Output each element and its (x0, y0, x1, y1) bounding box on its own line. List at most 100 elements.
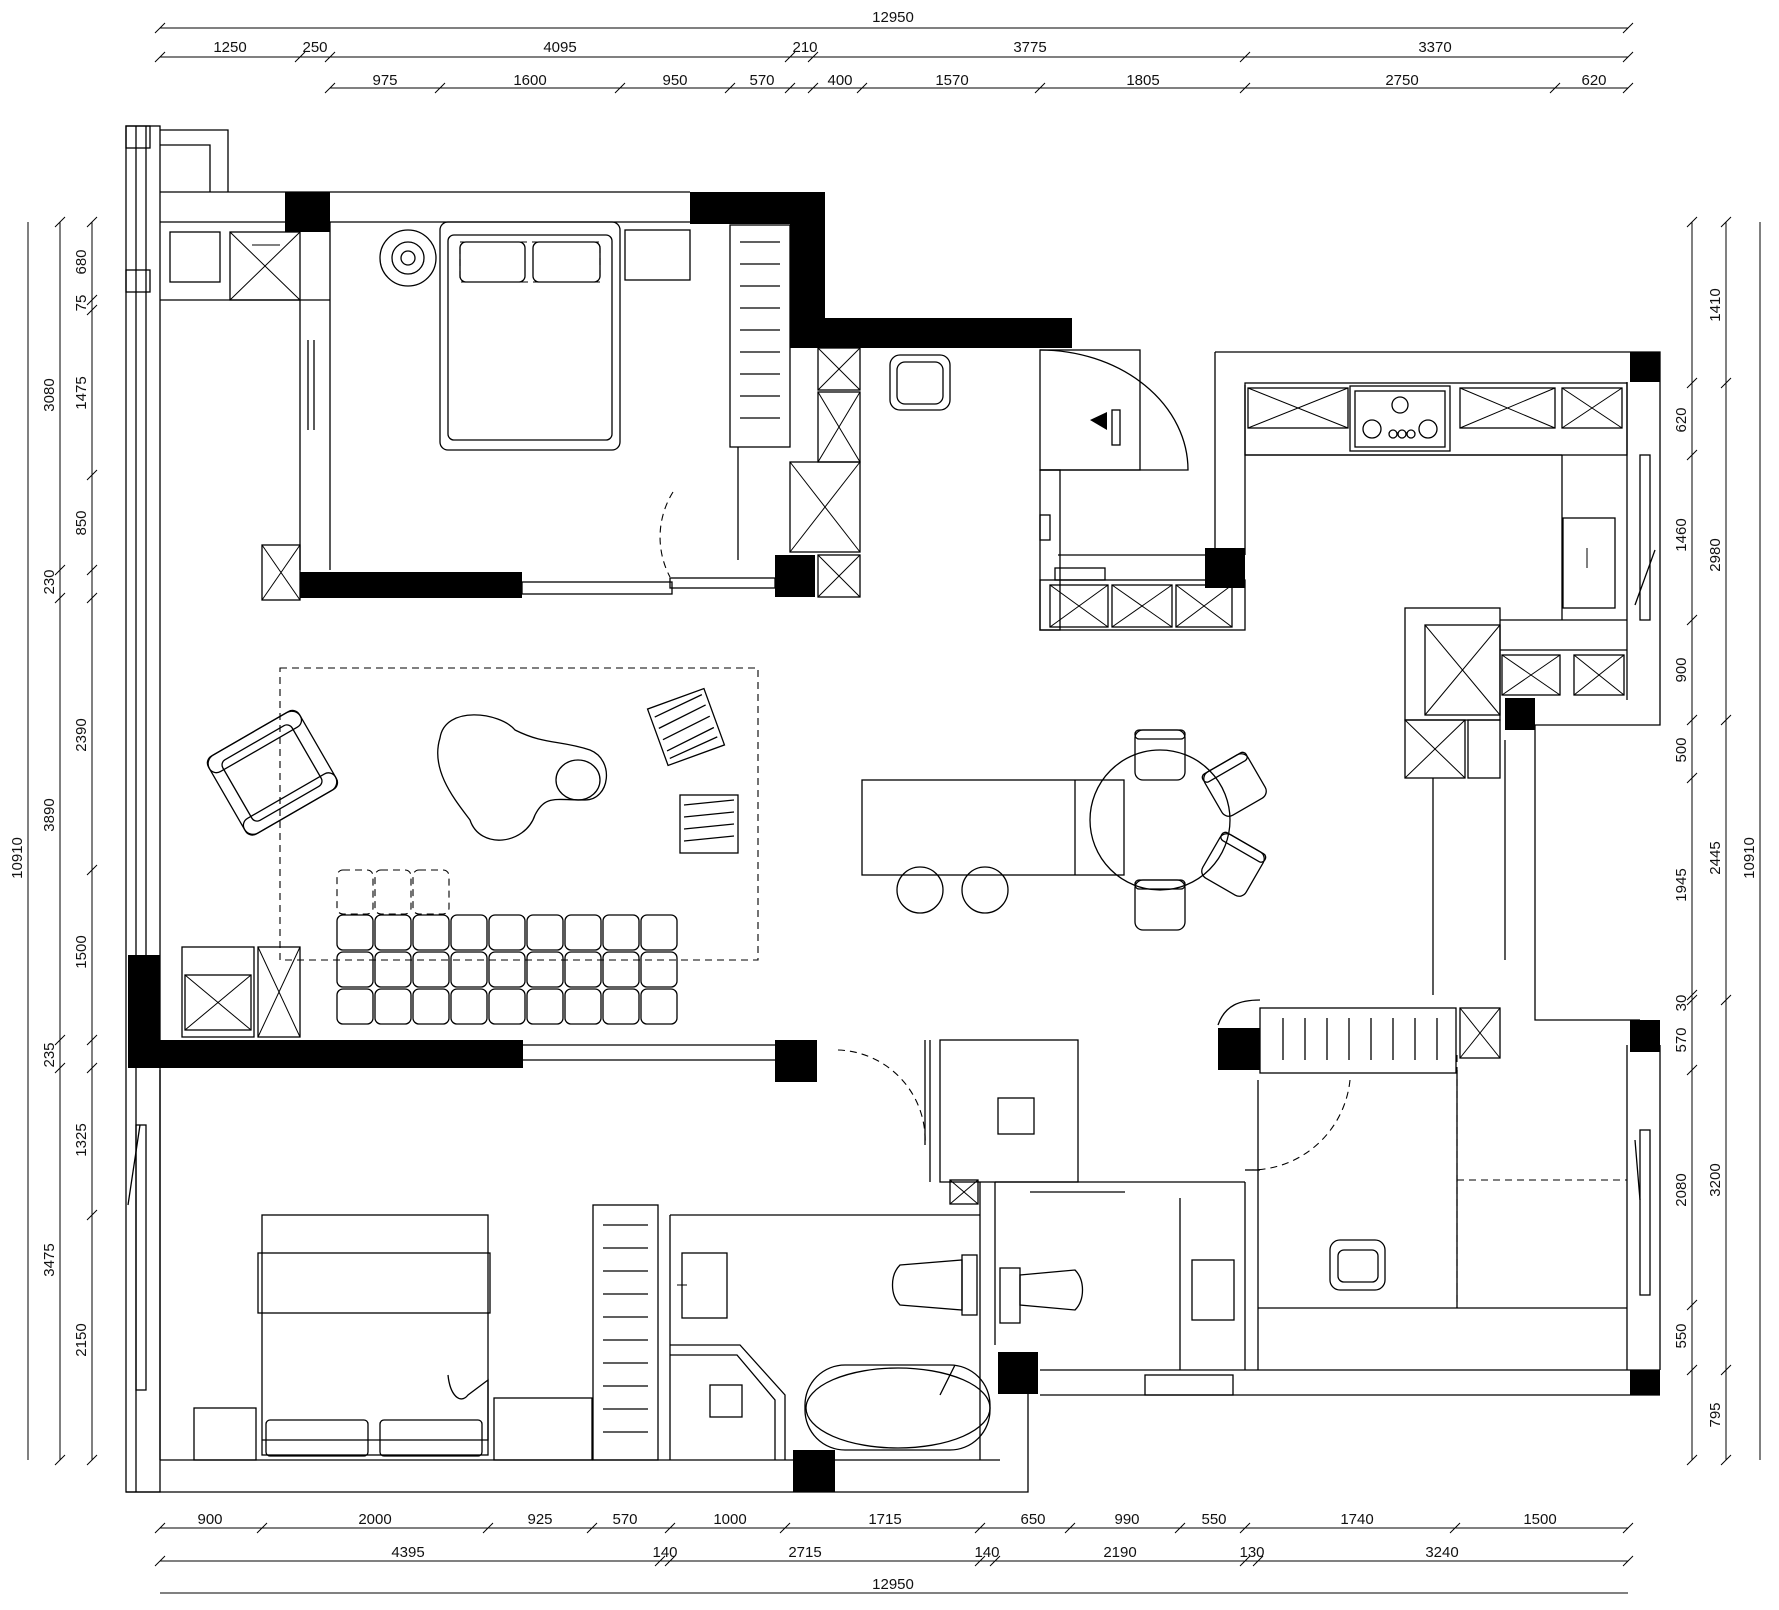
chair-back (1201, 751, 1248, 783)
dim-left-1: 3080 (41, 378, 58, 411)
dimension-tick (1686, 216, 1698, 228)
dim-left-r2-5: 2390 (73, 718, 90, 751)
dimension-tick (54, 564, 66, 576)
dim-bottom-r2-2: 140 (652, 1544, 677, 1561)
dim-left-r2-4: 850 (73, 510, 90, 535)
dimension-tick (784, 82, 796, 94)
dim-bottom-7: 650 (1020, 1511, 1045, 1528)
cabinet-cross (1049, 584, 1109, 628)
cabinet-cross (817, 347, 861, 391)
dimension-tick (807, 82, 819, 94)
dimension-tick (1686, 989, 1698, 1001)
cabinet (1175, 584, 1233, 628)
sofa-cushion (640, 951, 678, 988)
dimension-tick (1686, 377, 1698, 389)
sofa-cushion (450, 951, 488, 988)
dimension-tick (1686, 1364, 1698, 1376)
dim-top-r2-4: 570 (749, 72, 774, 89)
dim-right-5: 795 (1707, 1402, 1724, 1427)
dim-right-r2-8: 2080 (1673, 1173, 1690, 1206)
dim-left-total: 10910 (9, 837, 26, 879)
dimension-tick (779, 1522, 791, 1534)
dimension-tick (1720, 994, 1732, 1006)
dim-top-r2-2: 1600 (513, 72, 546, 89)
dimension-tick (294, 51, 306, 63)
dimension-tick (1239, 51, 1251, 63)
dimension-tick (86, 1454, 98, 1466)
sofa-cushion (412, 914, 450, 951)
bathroom-2 (592, 1181, 1246, 1461)
dim-bottom-r2-3: 2715 (788, 1544, 821, 1561)
dimension-tick (324, 51, 336, 63)
cabinet-cross (789, 461, 861, 553)
dimension-tick (1686, 772, 1698, 784)
dim-top-2: 250 (302, 39, 327, 56)
dimension-tick (1622, 22, 1634, 34)
dimension-tick (154, 22, 166, 34)
dimension-tick (1686, 994, 1698, 1006)
kitchen (1244, 382, 1628, 995)
dim-left-3: 3890 (41, 798, 58, 831)
dimension-tick (974, 1522, 986, 1534)
dim-left-2: 230 (41, 569, 58, 594)
dimension-tick (482, 1522, 494, 1534)
sofa-cushion (640, 914, 678, 951)
outline-walls (125, 125, 1661, 1493)
bottom-dimensions: 900 2000 925 570 1000 1715 650 990 550 1… (197, 1511, 1556, 1593)
dim-left-r2-8: 2150 (73, 1323, 90, 1356)
dim-left-r2-3: 1475 (73, 376, 90, 409)
dining-chair (1201, 751, 1267, 817)
dimension-tick (54, 592, 66, 604)
dim-right-r2-2: 1460 (1673, 518, 1690, 551)
chair-back (1134, 729, 1186, 740)
dimension-tick (86, 864, 98, 876)
sofa-cushion (450, 914, 488, 951)
dimension-tick (154, 1522, 166, 1534)
dimension-tick (1720, 1364, 1732, 1376)
dim-top-r2-9: 620 (1581, 72, 1606, 89)
dimension-tick (86, 1062, 98, 1074)
dim-bottom-10: 1740 (1340, 1511, 1373, 1528)
dimension-tick (784, 51, 796, 63)
dimension-tick (1239, 82, 1251, 94)
dim-right-r2-1: 620 (1673, 407, 1690, 432)
dim-right-4: 3200 (1707, 1163, 1724, 1196)
dimension-tick (1686, 614, 1698, 626)
dim-top-3: 4095 (543, 39, 576, 56)
dim-bottom-4: 570 (612, 1511, 637, 1528)
sofa-cushion (488, 951, 526, 988)
dim-top-r2-1: 975 (372, 72, 397, 89)
dim-top-4: 210 (792, 39, 817, 56)
dimension-tick (86, 592, 98, 604)
cabinet (789, 461, 861, 553)
dimension-tick (1064, 1522, 1076, 1534)
right-dimensions: 10910 1410 2980 2445 3200 795 620 1460 9… (1673, 288, 1758, 1427)
sofa-cushion (374, 869, 412, 915)
sofa-cushion (526, 988, 564, 1025)
dimension-tick (1622, 82, 1634, 94)
sofa-cushion (336, 988, 374, 1025)
dim-right-1: 1410 (1707, 288, 1724, 321)
dimension-tick (1622, 1555, 1634, 1567)
dim-right-r2-5: 1945 (1673, 868, 1690, 901)
dim-bottom-r2-7: 3240 (1425, 1544, 1458, 1561)
dim-top-r2-5: 400 (827, 72, 852, 89)
dimension-tick (54, 1062, 66, 1074)
cabinet-cross (817, 554, 861, 598)
hall-cabinets (789, 347, 861, 598)
dimension-tick (86, 469, 98, 481)
dim-bottom-r2-1: 4395 (391, 1544, 424, 1561)
dimension-tick (1686, 1454, 1698, 1466)
dimension-tick (434, 82, 446, 94)
cabinet-cross (1175, 584, 1233, 628)
sofa-cushion (412, 869, 450, 915)
dimension-tick (1720, 377, 1732, 389)
dim-bottom-11: 1500 (1523, 1511, 1556, 1528)
dimension-tick (86, 1209, 98, 1221)
cabinet-cross (1111, 584, 1173, 628)
dimension-tick (154, 1555, 166, 1567)
second-bedroom (193, 1214, 593, 1461)
dim-left-4: 235 (41, 1042, 58, 1067)
sofa-cushion (374, 914, 412, 951)
dimension-tick (1549, 82, 1561, 94)
